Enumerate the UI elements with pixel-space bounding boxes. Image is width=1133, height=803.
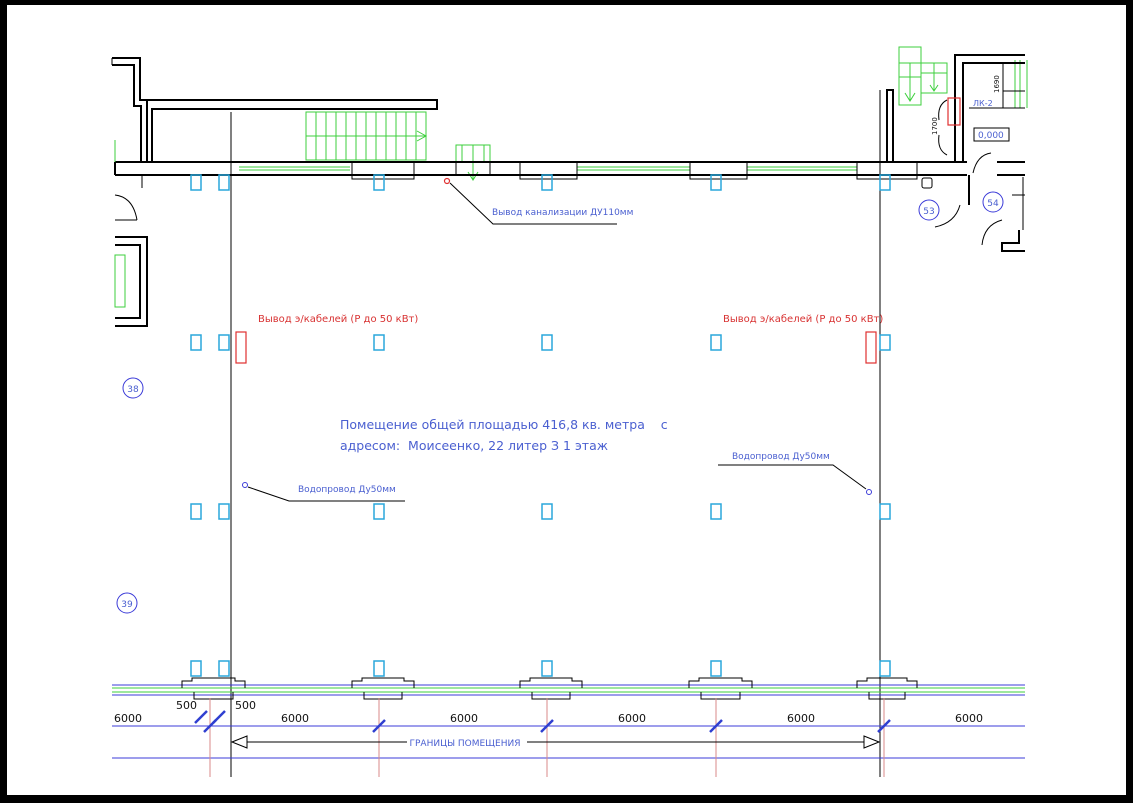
dimension-tick [372,719,386,733]
dimension-tick [212,710,226,724]
column-marker [373,660,385,677]
span-labels: 6000 6000 6000 6000 6000 [281,712,983,725]
room-number-53: 53 [918,199,940,221]
dimension-tick [194,710,208,724]
room-description-line2: адресом: Моисеенко, 22 литер З 1 этаж [340,438,608,453]
dim-500-left: 500 [176,699,197,712]
dim-1700: 1700 [931,117,939,135]
column-marker [879,334,891,351]
column-marker [710,334,722,351]
column-marker [218,174,230,191]
wall-pier [351,677,415,688]
column-marker [190,334,202,351]
cable-label-left: Вывод э/кабелей (Р до 50 кВт) [258,314,418,325]
dim-span: 6000 [618,712,646,725]
water-marker-right [866,489,872,495]
room-number-39: 39 [116,592,138,614]
column-marker [541,334,553,351]
column-marker [710,503,722,520]
drawing-sheet: ЛК-2 0,000 1690 1700 38 39 53 54 Вывод э… [7,5,1126,795]
column-marker [541,174,553,191]
boundary-arrow [230,735,881,749]
wall-pier-base [868,692,906,700]
dim-span: 6000 [281,712,309,725]
wall-pier-base [531,692,571,700]
cable-outlet-left [235,331,247,364]
column-marker [710,660,722,677]
level-label: 0,000 [978,131,1004,141]
dimension-lines [112,698,1025,777]
dim-span: 6000 [955,712,983,725]
top-right-structure [886,46,1028,252]
left-exterior [114,140,148,327]
level-box [973,127,1010,142]
wall-pier-base [363,692,403,700]
column-marker [879,660,891,677]
column-marker [541,503,553,520]
dim-span: 6000 [450,712,478,725]
room-description-line1: Помещение общей площадью 416,8 кв. метра… [340,417,668,432]
room-number-54: 54 [982,191,1004,213]
wall-pier-base [193,692,234,700]
wall-pier [519,677,583,688]
boundary-label: ГРАНИЦЫ ПОМЕЩЕНИЯ [410,739,521,749]
dimension-tick [540,719,554,733]
wall-pier [688,677,753,688]
water-leader-right [718,464,867,490]
dim-span-first: 6000 [114,712,142,725]
column-marker [218,503,230,520]
column-grid [190,174,891,677]
dimension-tick [877,719,891,733]
cable-label-right: Вывод э/кабелей (Р до 50 кВт) [723,314,883,325]
wall-pier [181,677,246,688]
room-number-38: 38 [122,377,144,399]
floor-plan: ЛК-2 0,000 1690 1700 38 39 53 54 Вывод э… [111,46,1028,777]
water-marker-left [242,482,248,488]
wall-pier [856,677,918,688]
svg-text:53: 53 [923,207,934,217]
column-marker [541,660,553,677]
column-marker [879,174,891,191]
column-marker [373,503,385,520]
column-marker [218,334,230,351]
svg-text:54: 54 [987,199,999,209]
column-marker [879,503,891,520]
column-marker [710,174,722,191]
water-label-right: Водопровод Ду50мм [732,452,830,462]
sewer-outlet-marker [443,177,451,185]
column-marker [373,334,385,351]
dim-span: 6000 [787,712,815,725]
svg-text:39: 39 [121,600,133,610]
column-marker [373,174,385,191]
top-left-wall [111,57,438,162]
water-label-left: Водопровод Ду50мм [298,485,396,495]
svg-text:38: 38 [127,385,139,395]
dimension-tick [709,719,723,733]
wall-pier-base [700,692,741,700]
top-wall [114,161,967,188]
sewer-leader [449,182,617,225]
bottom-wall [112,677,1025,700]
lk2-label: ЛК-2 [973,99,993,108]
dim-1690: 1690 [993,75,1001,93]
column-marker [190,503,202,520]
water-leader-left [247,486,405,502]
sewer-label: Вывод канализации ДУ110мм [492,208,633,218]
dim-500-right: 500 [235,699,256,712]
cable-outlet-right [865,331,877,364]
column-marker [218,660,230,677]
column-marker [190,660,202,677]
stair-hatch [305,111,428,161]
column-marker [190,174,202,191]
